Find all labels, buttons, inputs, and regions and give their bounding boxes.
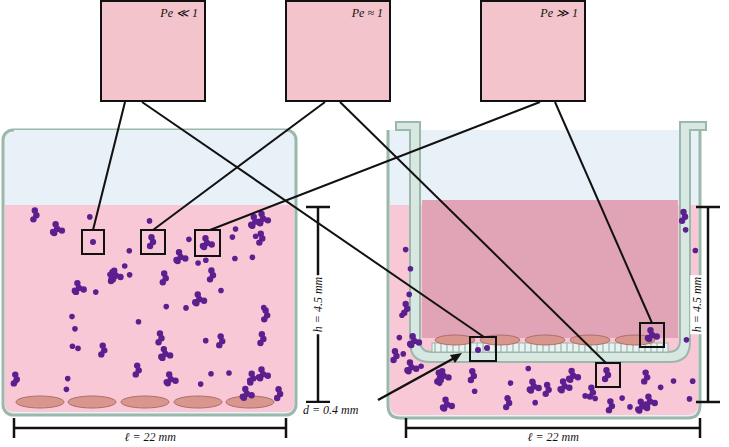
pe-panel: Pe ≈ 1 (285, 0, 391, 102)
pe-panel: Pe ≪ 1 (100, 0, 206, 102)
height-dimension: h = 4.5 mm (311, 274, 326, 333)
height-dimension: h = 4.5 mm (690, 274, 705, 333)
peclet-label: Pe ≫ 1 (540, 6, 578, 21)
pore-dimension: d = 0.4 mm (301, 403, 360, 418)
peclet-label: Pe ≈ 1 (352, 6, 383, 21)
width-dimension: ℓ = 22 mm (123, 430, 178, 445)
width-dimension: ℓ = 22 mm (526, 430, 581, 445)
peclet-label: Pe ≪ 1 (160, 6, 198, 21)
pe-panel: Pe ≫ 1 (480, 0, 586, 102)
